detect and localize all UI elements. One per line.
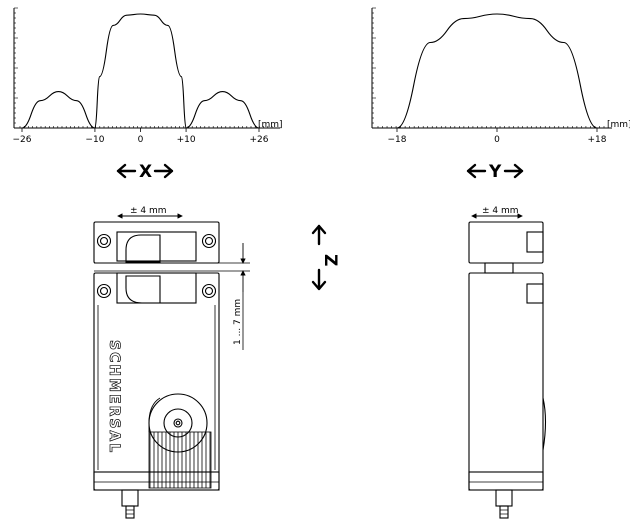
chart-y-x-ticks — [377, 126, 605, 132]
gap-label: 1 ... 7 mm — [233, 299, 243, 345]
connector-plug — [121, 489, 139, 507]
side-base — [468, 471, 544, 491]
side-actuator — [468, 221, 544, 264]
x-tick-label: +10 — [177, 135, 196, 145]
chart-x-curve — [21, 13, 260, 129]
side-view: ± 4 mm — [468, 206, 547, 519]
down-arrow-icon — [311, 268, 327, 291]
connector-pin — [125, 505, 135, 519]
y-axis-letter: Y — [488, 162, 502, 182]
side-bulge — [542, 397, 547, 451]
chart-y-curve — [396, 13, 598, 129]
side-travel-label: ± 4 mm — [482, 206, 519, 216]
x-axis-indicator: X — [116, 162, 174, 182]
mount-hole-icon — [99, 236, 109, 246]
side-body-tab — [526, 283, 544, 304]
chart-x-x-ticks — [19, 126, 273, 132]
x-tick-label: −26 — [13, 135, 32, 145]
mount-hole-icon — [201, 283, 217, 299]
chart-x-y-ticks — [14, 7, 18, 129]
chart-x: −26 −10 0 +10 +26 [mm] — [13, 7, 283, 145]
knob-shoulder — [148, 397, 161, 432]
body-cam — [125, 275, 161, 304]
left-arrow-icon — [116, 163, 137, 179]
x-tick-label: 0 — [138, 135, 144, 145]
mount-hole-icon — [204, 236, 214, 246]
ribbed-grip — [148, 431, 212, 489]
x-tick-label: 0 — [494, 135, 500, 145]
x-tick-label: −10 — [85, 135, 104, 145]
chart-x-unit: [mm] — [258, 120, 283, 130]
x-axis-letter: X — [139, 162, 152, 182]
mount-hole-icon — [204, 286, 214, 296]
mount-hole-icon — [96, 283, 112, 299]
release-screw-icon — [175, 420, 181, 426]
mount-hole-icon — [201, 233, 217, 249]
side-neck — [484, 262, 514, 274]
actuator-cam — [125, 234, 161, 263]
chart-y-unit: [mm] — [607, 120, 630, 130]
chart-y: −18 0 +18 [mm] — [371, 7, 630, 145]
chart-y-y-ticks — [372, 7, 376, 129]
side-actuator-tab — [526, 231, 544, 253]
front-travel-label: ± 4 mm — [130, 206, 167, 216]
mount-hole-icon — [96, 233, 112, 249]
x-tick-label: +18 — [588, 135, 607, 145]
left-arrow-icon — [466, 163, 487, 179]
up-arrow-icon — [311, 224, 327, 246]
right-arrow-icon — [153, 163, 174, 179]
actuator-inner — [116, 231, 197, 262]
chart-x-tick-labels: −26 −10 0 +10 +26 — [13, 135, 269, 145]
x-tick-label: +26 — [250, 135, 269, 145]
mount-hole-icon — [99, 286, 109, 296]
right-arrow-icon — [503, 163, 524, 179]
body-base — [93, 471, 220, 491]
release-screw-icon — [173, 418, 183, 428]
side-connector-pin — [499, 505, 509, 519]
y-axis-indicator: Y — [466, 162, 524, 182]
chart-y-tick-labels: −18 0 +18 — [388, 135, 607, 145]
side-connector-plug — [495, 489, 513, 507]
actuator-body — [93, 221, 220, 264]
brand-logo-text: SCHMERSAL — [106, 340, 122, 454]
side-body — [468, 272, 544, 491]
z-axis-indicator: Z — [311, 224, 340, 291]
front-view: ± 4 mm — [93, 206, 250, 519]
z-axis-letter: Z — [320, 254, 340, 266]
x-tick-label: −18 — [388, 135, 407, 145]
